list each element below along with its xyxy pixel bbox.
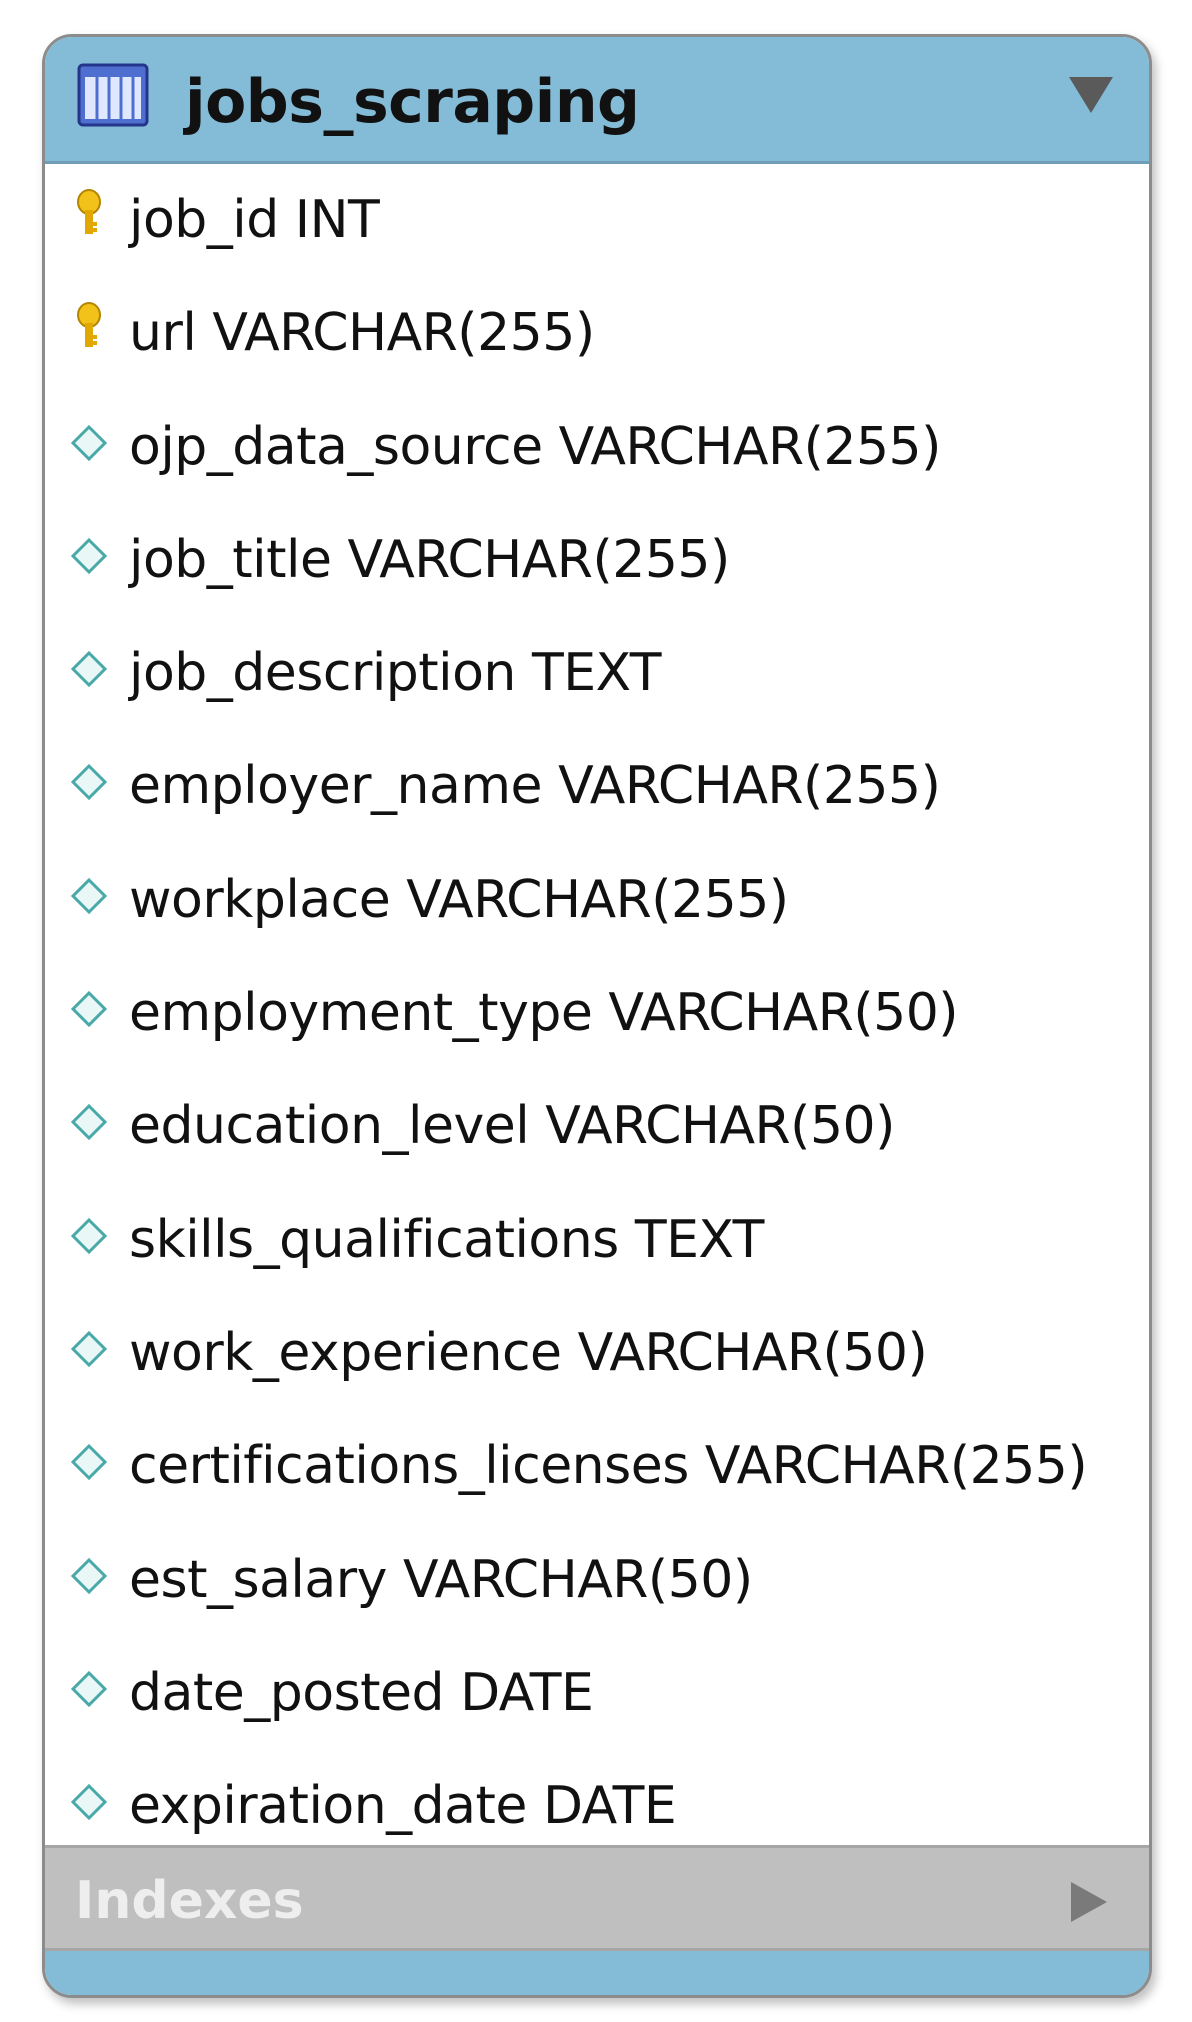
- primary-key-icon: [67, 188, 115, 244]
- column-type: VARCHAR(255): [558, 756, 941, 817]
- column-diamond-icon: [67, 528, 115, 584]
- column-type: DATE: [460, 1662, 594, 1723]
- column-name: employment_type: [129, 983, 593, 1044]
- column-name: expiration_date: [129, 1776, 527, 1837]
- column-type: VARCHAR(255): [558, 416, 942, 477]
- column-label: job_title VARCHAR(255): [129, 504, 730, 617]
- column-name: date_posted: [129, 1662, 445, 1723]
- column-label: employment_type VARCHAR(50): [129, 957, 959, 1070]
- column-label: job_id INT: [129, 164, 380, 277]
- column-diamond-icon: [67, 1774, 115, 1830]
- column-diamond-icon: [67, 415, 115, 471]
- column-row[interactable]: education_level VARCHAR(50): [45, 1070, 1149, 1183]
- column-diamond-icon: [67, 981, 115, 1037]
- column-name: education_level: [129, 1096, 530, 1157]
- column-row[interactable]: job_id INT: [45, 164, 1149, 277]
- column-type: VARCHAR(50): [545, 1096, 895, 1157]
- column-name: work_experience: [129, 1322, 562, 1383]
- column-type: VARCHAR(50): [608, 983, 959, 1044]
- table-icon: [77, 63, 149, 127]
- column-label: ojp_data_source VARCHAR(255): [129, 391, 941, 504]
- column-label: certifications_licenses VARCHAR(255): [129, 1410, 1088, 1523]
- column-label: job_description TEXT: [129, 617, 662, 730]
- column-row[interactable]: url VARCHAR(255): [45, 277, 1149, 390]
- column-label: date_posted DATE: [129, 1637, 594, 1750]
- column-diamond-icon: [67, 868, 115, 924]
- column-row[interactable]: date_posted DATE: [45, 1637, 1149, 1750]
- collapse-triangle-icon[interactable]: [1067, 75, 1115, 115]
- primary-key-icon: [67, 301, 115, 357]
- column-name: ojp_data_source: [129, 416, 543, 477]
- column-type: VARCHAR(255): [704, 1436, 1088, 1497]
- indexes-label: Indexes: [75, 1871, 304, 1931]
- column-type: TEXT: [531, 643, 662, 704]
- column-row[interactable]: employment_type VARCHAR(50): [45, 957, 1149, 1070]
- column-label: skills_qualifications TEXT: [129, 1184, 764, 1297]
- column-row[interactable]: ojp_data_source VARCHAR(255): [45, 391, 1149, 504]
- column-type: VARCHAR(50): [577, 1322, 928, 1383]
- column-type: INT: [294, 190, 380, 250]
- column-name: employer_name: [129, 756, 543, 817]
- column-name: skills_qualifications: [129, 1209, 619, 1270]
- column-row[interactable]: work_experience VARCHAR(50): [45, 1297, 1149, 1410]
- column-row[interactable]: employer_name VARCHAR(255): [45, 730, 1149, 843]
- column-diamond-icon: [67, 1548, 115, 1604]
- column-type: VARCHAR(255): [406, 869, 789, 930]
- column-diamond-icon: [67, 1661, 115, 1717]
- column-name: est_salary: [129, 1549, 387, 1610]
- column-name: certifications_licenses: [129, 1436, 689, 1497]
- column-type: VARCHAR(255): [347, 529, 730, 590]
- column-label: url VARCHAR(255): [129, 277, 595, 390]
- column-diamond-icon: [67, 754, 115, 810]
- column-row[interactable]: expiration_date DATE: [45, 1750, 1149, 1863]
- column-diamond-icon: [67, 1321, 115, 1377]
- column-diamond-icon: [67, 1434, 115, 1490]
- column-row[interactable]: job_title VARCHAR(255): [45, 504, 1149, 617]
- column-type: VARCHAR(50): [402, 1549, 753, 1610]
- column-name: url: [129, 303, 197, 364]
- column-name: job_id: [129, 190, 279, 250]
- column-name: workplace: [129, 869, 391, 930]
- indexes-section[interactable]: Indexes: [45, 1845, 1149, 1954]
- column-type: DATE: [542, 1776, 677, 1837]
- column-diamond-icon: [67, 641, 115, 697]
- table-header[interactable]: jobs_scraping: [45, 37, 1149, 164]
- column-label: est_salary VARCHAR(50): [129, 1524, 753, 1637]
- column-diamond-icon: [67, 1208, 115, 1264]
- column-type: TEXT: [634, 1209, 765, 1270]
- column-name: job_description: [129, 643, 516, 704]
- column-row[interactable]: certifications_licenses VARCHAR(255): [45, 1410, 1149, 1523]
- column-label: work_experience VARCHAR(50): [129, 1297, 928, 1410]
- column-row[interactable]: est_salary VARCHAR(50): [45, 1524, 1149, 1637]
- table-footer: [45, 1948, 1149, 1995]
- column-label: workplace VARCHAR(255): [129, 844, 789, 957]
- column-label: education_level VARCHAR(50): [129, 1070, 895, 1183]
- column-row[interactable]: job_description TEXT: [45, 617, 1149, 730]
- column-row[interactable]: skills_qualifications TEXT: [45, 1184, 1149, 1297]
- column-label: employer_name VARCHAR(255): [129, 730, 941, 843]
- column-name: job_title: [129, 529, 332, 590]
- column-type: VARCHAR(255): [212, 303, 595, 364]
- column-label: expiration_date DATE: [129, 1750, 677, 1863]
- column-diamond-icon: [67, 1094, 115, 1150]
- expand-triangle-icon[interactable]: [1069, 1880, 1109, 1924]
- column-row[interactable]: workplace VARCHAR(255): [45, 844, 1149, 957]
- table-name: jobs_scraping: [185, 67, 640, 137]
